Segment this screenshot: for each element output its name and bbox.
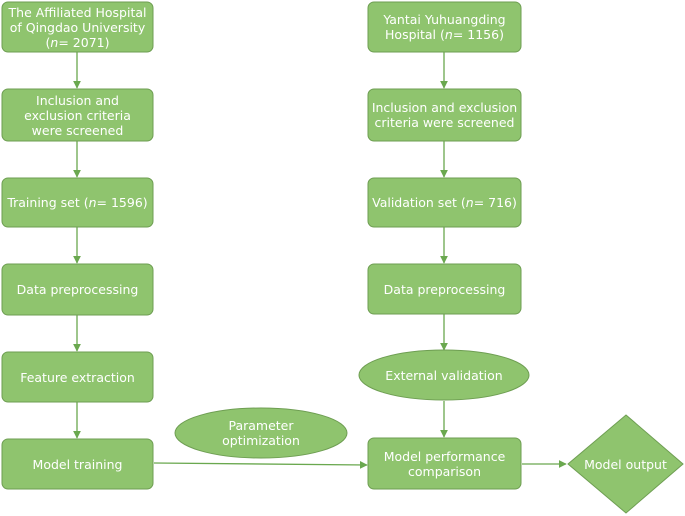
arrow-model-training-to-comparison [153,461,368,469]
node-right-source [367,1,522,53]
node-model-training [1,438,154,490]
node-left-screening [1,88,154,142]
node-parameter-optimization [174,407,348,459]
node-external-validation [358,349,530,401]
node-left-source [1,1,154,53]
node-right-preprocessing [367,263,522,315]
node-validation-set [367,177,522,228]
node-model-output [567,414,684,514]
node-training-set [1,177,154,228]
node-right-screening [367,88,522,142]
node-left-preprocessing [1,263,154,316]
node-feature-extraction [1,351,154,403]
node-comparison [367,437,522,490]
